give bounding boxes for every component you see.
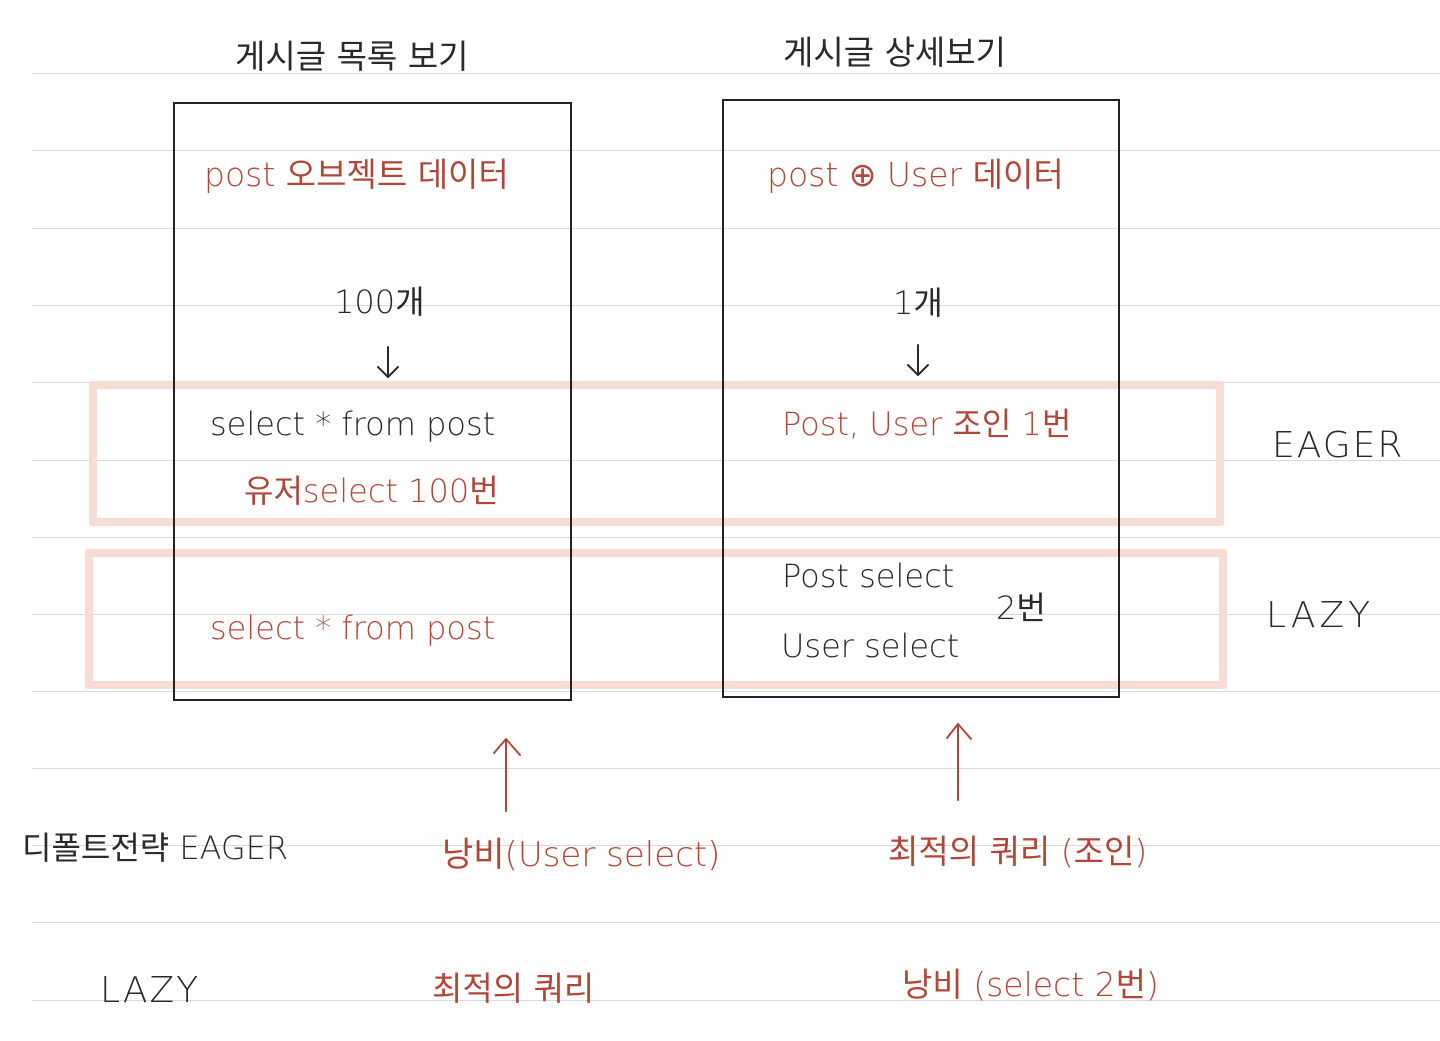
eager-user-select-query: 유저select 100번 <box>244 472 499 510</box>
ruled-line <box>32 768 1440 769</box>
lazy-right-result: 낭비 (select 2번) <box>902 965 1159 1004</box>
post-object-data-label: post 오브젝트 데이터 <box>204 155 509 194</box>
post-detail-box <box>722 99 1120 698</box>
ruled-line <box>32 922 1440 923</box>
eager-band-label: EAGER <box>1272 425 1405 466</box>
default-right-result: 최적의 쿼리 (조인) <box>888 832 1148 871</box>
post-count-label: 100개 <box>334 283 425 321</box>
lazy-post-select-query: select * from post <box>210 609 496 647</box>
arrow-up-icon <box>493 738 521 812</box>
post-list-title: 게시글 목록 보기 <box>235 37 469 76</box>
ruled-line <box>32 691 1440 692</box>
arrow-down-icon <box>907 344 929 376</box>
ruled-line <box>32 614 1440 615</box>
ruled-line <box>32 228 1440 229</box>
default-strategy-label: 디폴트전략 EAGER <box>22 829 289 867</box>
detail-count-label: 1개 <box>893 284 943 322</box>
ruled-line <box>32 845 1440 846</box>
lazy-band-label: LAZY <box>1266 595 1375 636</box>
arrow-up-icon <box>946 723 972 801</box>
eager-post-select-query: select * from post <box>210 405 496 443</box>
lazy-left-result: 최적의 쿼리 <box>432 969 595 1008</box>
lazy-band <box>85 549 1227 689</box>
eager-band <box>89 381 1224 526</box>
arrow-down-icon <box>377 346 399 378</box>
lazy-user-select: User select <box>781 627 960 665</box>
lazy-select-count: 2번 <box>996 589 1046 627</box>
post-user-data-label: post ⊕ User 데이터 <box>767 155 1064 194</box>
ruled-line <box>32 150 1440 151</box>
post-detail-title: 게시글 상세보기 <box>783 33 1007 72</box>
lazy-strategy-label: LAZY <box>100 970 201 1011</box>
eager-join-query: Post, User 조인 1번 <box>782 405 1072 443</box>
ruled-line <box>32 305 1440 306</box>
ruled-line <box>32 537 1440 538</box>
post-list-box <box>173 102 572 701</box>
default-left-result: 낭비(User select) <box>442 835 721 875</box>
lazy-post-select: Post select <box>782 557 955 595</box>
ruled-line <box>32 73 1440 74</box>
ruled-line <box>32 1000 1440 1001</box>
ruled-line <box>32 460 1440 461</box>
